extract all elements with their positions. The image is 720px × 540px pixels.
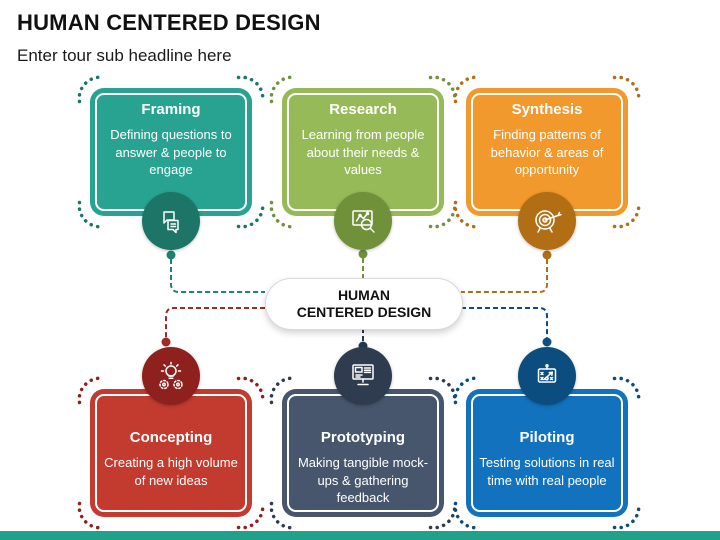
target-arrow-icon <box>518 192 576 250</box>
framing-connector-dot <box>166 250 176 260</box>
card-prototyping: Prototyping Making tangible mock-ups & g… <box>269 347 457 530</box>
card-framing: Framing Defining questions to answer & p… <box>77 75 265 250</box>
framing-connector-line <box>170 259 265 293</box>
card-title: Synthesis <box>511 101 583 118</box>
card-description: Creating a high volume of new ideas <box>104 455 238 488</box>
card-body: Concepting Creating a high volume of new… <box>90 389 252 517</box>
center-pill: HUMAN CENTERED DESIGN <box>265 278 463 330</box>
page-title: HUMAN CENTERED DESIGN <box>17 10 321 35</box>
synthesis-connector-dot <box>542 250 552 260</box>
page-subtitle: Enter tour sub headline here <box>17 46 232 65</box>
chart-magnifier-icon <box>334 192 392 250</box>
wireframe-monitor-icon <box>334 347 392 405</box>
research-connector-dot <box>358 249 368 259</box>
center-pill-line1: HUMAN <box>337 287 391 303</box>
card-piloting: Piloting Testing solutions in real time … <box>453 347 641 530</box>
chat-bubbles-icon <box>142 192 200 250</box>
card-concepting: Concepting Creating a high volume of new… <box>77 347 265 530</box>
card-body: Prototyping Making tangible mock-ups & g… <box>282 389 444 517</box>
card-title: Concepting <box>129 429 213 446</box>
card-description: Defining questions to answer & people to… <box>110 127 232 178</box>
card-title: Research <box>329 101 397 118</box>
card-description: Finding patterns of behavior & areas of … <box>490 127 604 178</box>
piloting-connector-line <box>461 307 548 338</box>
card-synthesis: Synthesis Finding patterns of behavior &… <box>453 75 641 250</box>
strategy-board-icon <box>518 347 576 405</box>
card-description: Testing solutions in real time with real… <box>479 455 615 488</box>
synthesis-connector-line <box>461 259 548 293</box>
card-title: Prototyping <box>320 429 406 446</box>
card-description: Making tangible mock-ups & gathering fee… <box>297 455 429 506</box>
concepting-connector-line <box>165 307 265 338</box>
card-body: Synthesis Finding patterns of behavior &… <box>466 88 628 216</box>
piloting-connector-dot <box>542 337 552 347</box>
card-body: Piloting Testing solutions in real time … <box>466 389 628 517</box>
footer-accent-bar <box>0 531 720 540</box>
card-body: Research Learning from people about thei… <box>282 88 444 216</box>
card-description: Learning from people about their needs &… <box>301 127 425 178</box>
lightbulb-gears-icon <box>142 347 200 405</box>
card-title: Piloting <box>519 429 575 446</box>
concepting-connector-dot <box>161 337 171 347</box>
card-title: Framing <box>141 101 201 118</box>
card-research: Research Learning from people about thei… <box>269 75 457 250</box>
center-pill-line2: CENTERED DESIGN <box>296 304 432 320</box>
card-body: Framing Defining questions to answer & p… <box>90 88 252 216</box>
